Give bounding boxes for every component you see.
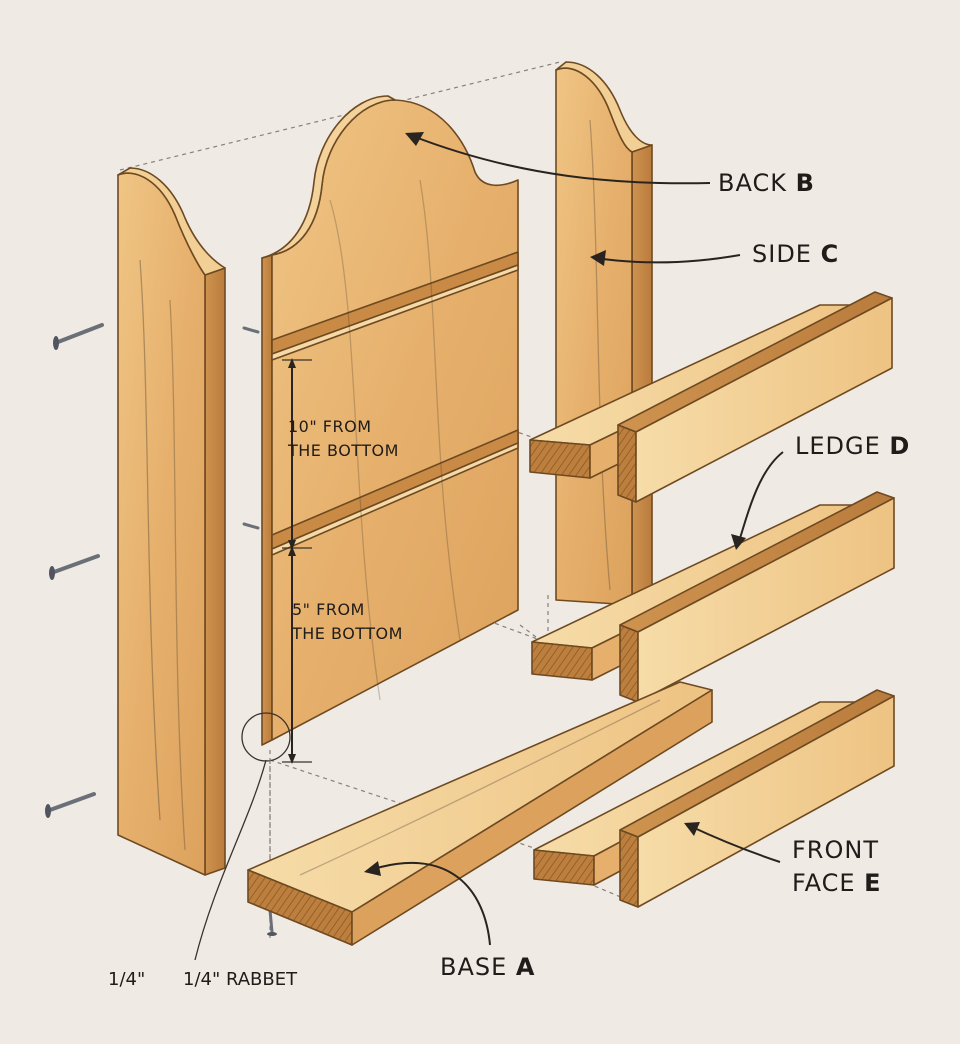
front-face-top <box>617 291 893 503</box>
nail-icon <box>242 326 260 334</box>
front-label: FRONT <box>792 836 879 864</box>
left-side-panel <box>117 167 226 876</box>
rabbet-detail <box>194 712 291 961</box>
lower-dado-note-line2: THE BOTTOM <box>291 624 403 643</box>
nail-icon <box>242 522 260 530</box>
nail-icon <box>267 908 277 936</box>
base-label: BASE A <box>440 953 536 981</box>
leader-arrows <box>364 132 784 946</box>
dimension-lines <box>282 358 312 764</box>
nail-icon <box>45 792 96 818</box>
side-label: SIDE C <box>752 240 839 268</box>
back-panel <box>261 95 519 746</box>
front-face-bottom <box>619 689 895 908</box>
front-face-middle <box>619 491 895 703</box>
lower-dado-note-line1: 5" FROM <box>292 600 365 619</box>
face-label: FACE E <box>792 869 882 897</box>
upper-dado-note-line1: 10" FROM <box>288 417 372 436</box>
nail-icon <box>49 554 100 580</box>
rabbet-depth-label: 1/4" <box>108 969 145 990</box>
nail-icons <box>45 323 277 936</box>
ledge-label: LEDGE D <box>795 432 910 460</box>
nail-icon <box>53 323 104 350</box>
rabbet-label: 1/4" RABBET <box>183 969 298 990</box>
back-label: BACK B <box>718 169 815 197</box>
right-side-panel <box>555 61 653 606</box>
upper-dado-note-line2: THE BOTTOM <box>287 441 399 460</box>
base-board <box>247 681 713 946</box>
